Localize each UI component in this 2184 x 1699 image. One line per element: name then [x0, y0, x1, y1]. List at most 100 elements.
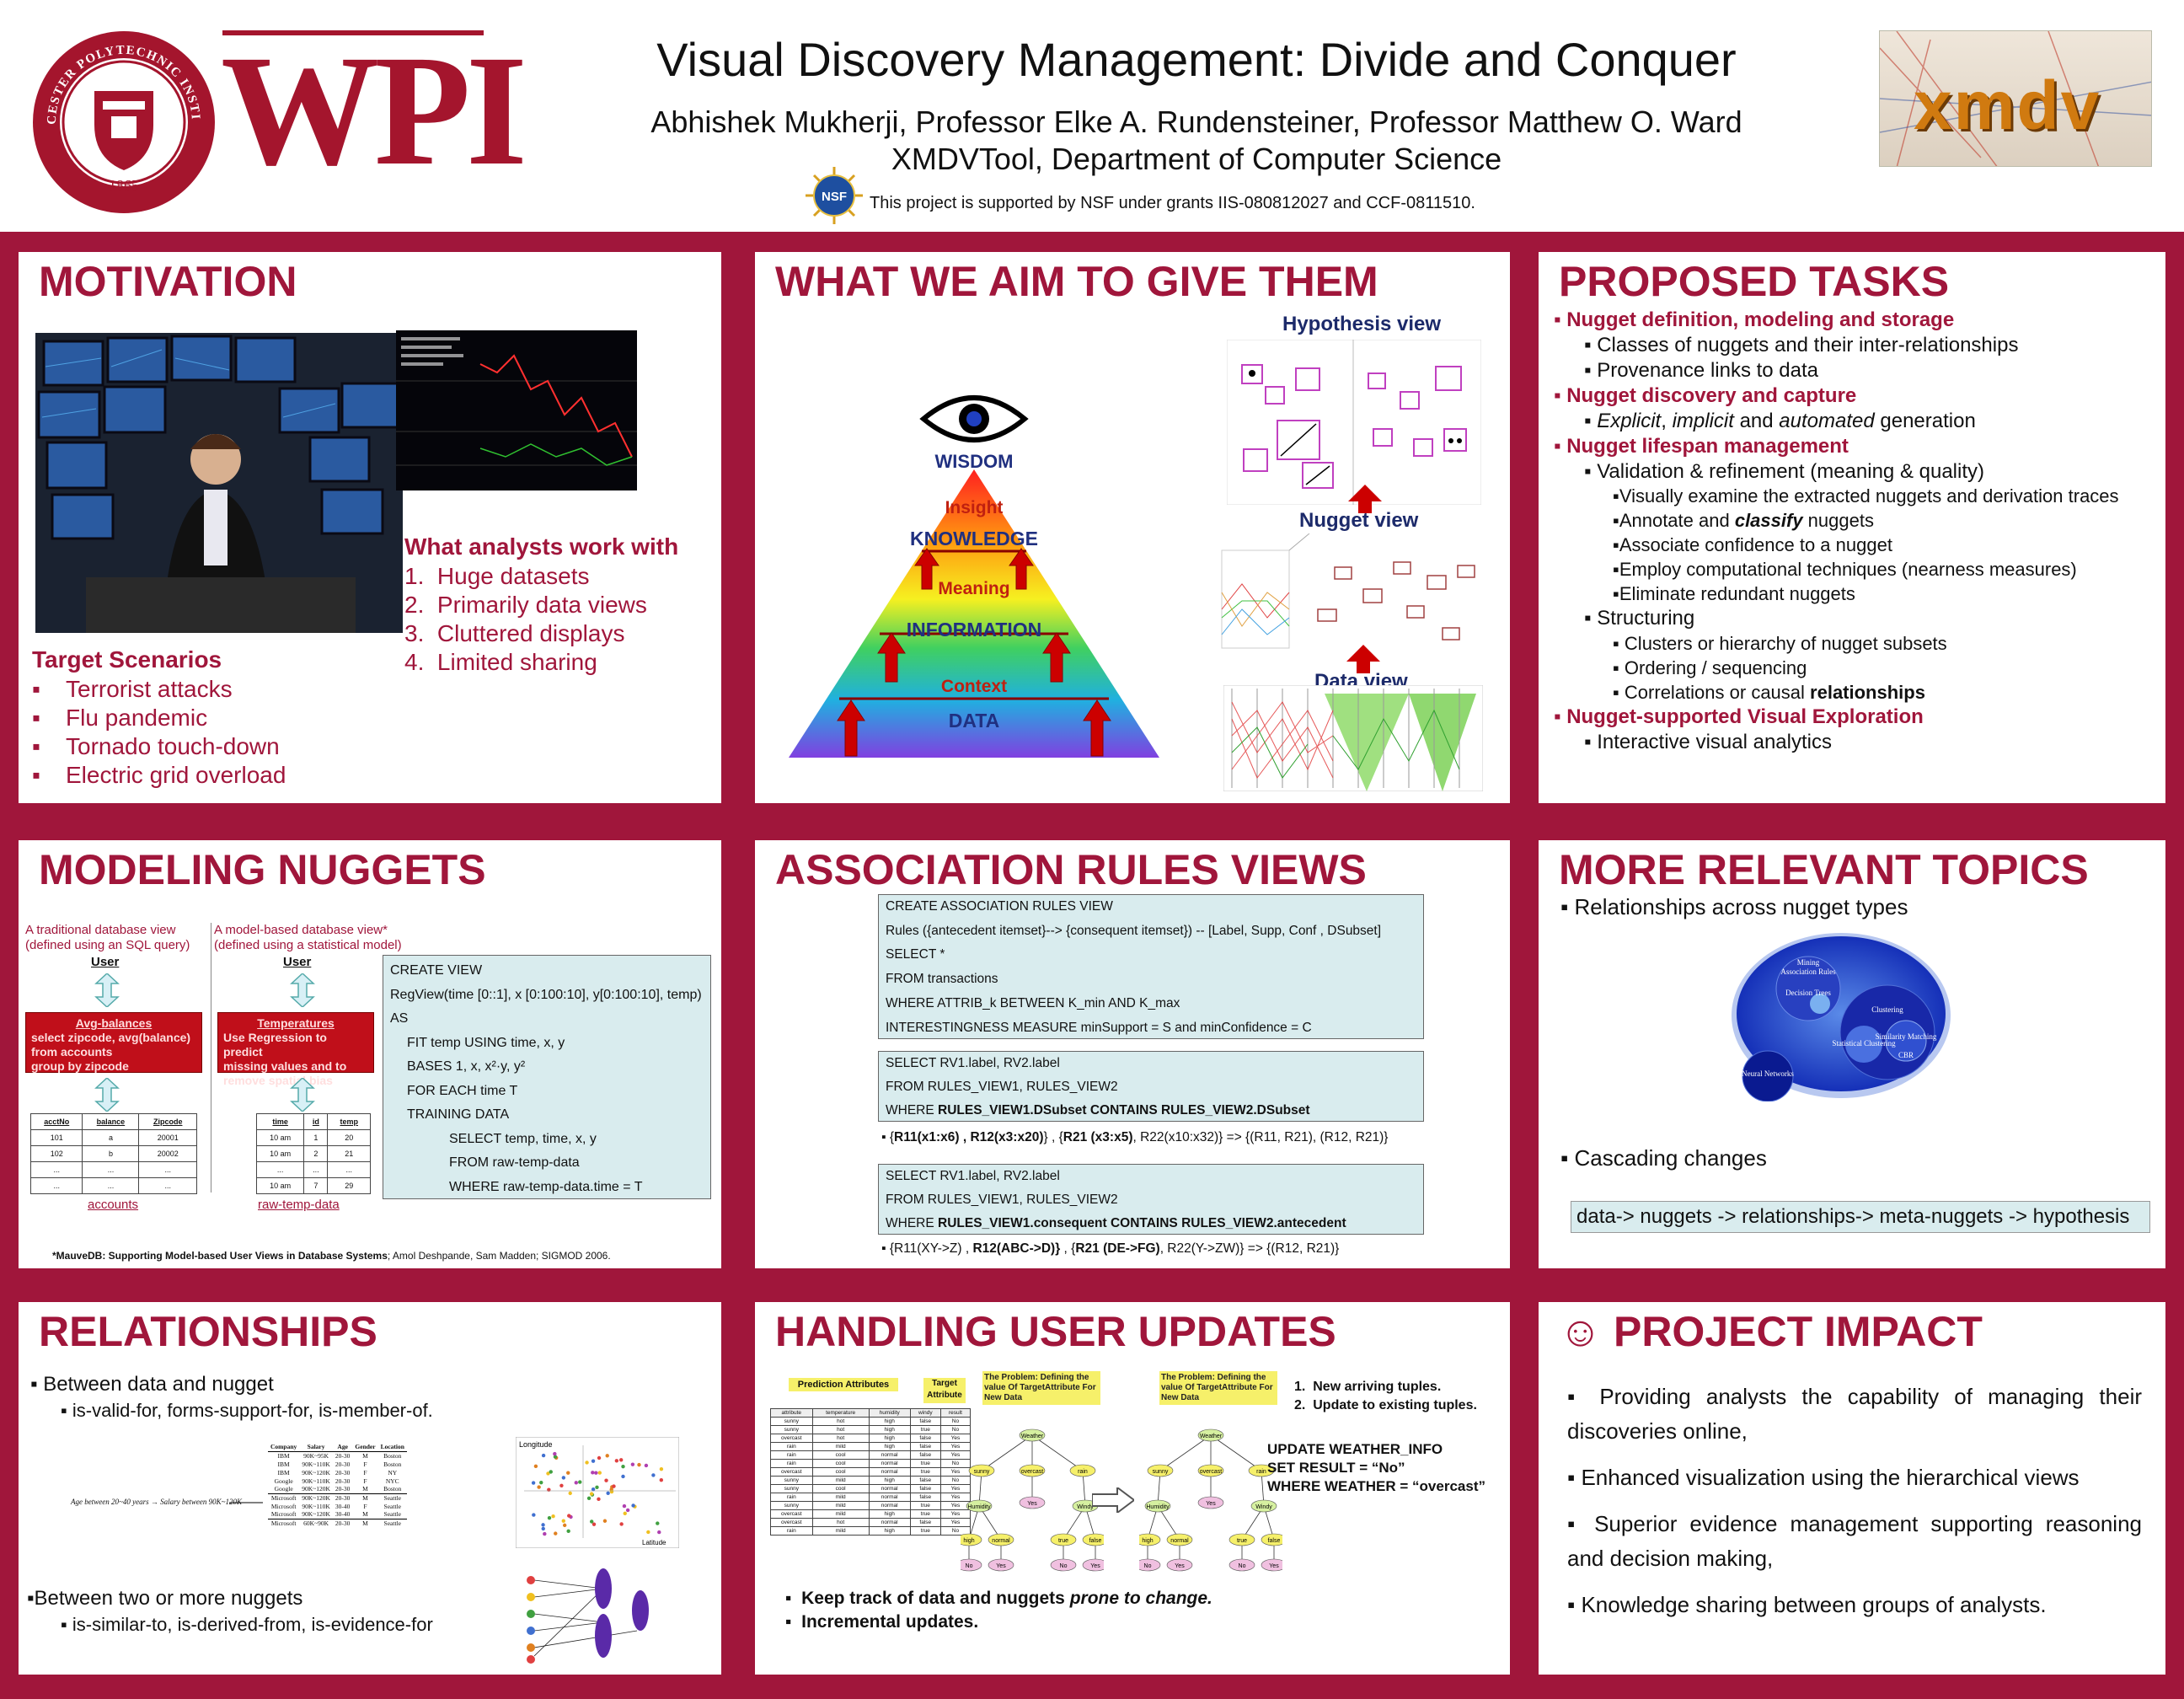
- scatter-dot: [623, 1511, 627, 1515]
- tree-node: [988, 1558, 1014, 1572]
- list-item: ▪ Structuring: [1584, 607, 1695, 630]
- poster-title: Visual Discovery Management: Divide and …: [656, 33, 1737, 86]
- panel-project-impact: ☺ PROJECT IMPACT ▪ Providing analysts th…: [1539, 1302, 2165, 1675]
- scatter-dot: [547, 1487, 551, 1492]
- list-item: ▪ Provenance links to data: [1584, 359, 1819, 382]
- arrow-right-icon: [1092, 1487, 1134, 1513]
- table-cell: Microsoft: [270, 1519, 297, 1527]
- table-cell: 20-30: [335, 1519, 351, 1527]
- tree-node-label: Humidity: [967, 1504, 991, 1510]
- tree-node: [1228, 1558, 1255, 1572]
- tree-node-label: Humidity: [1146, 1504, 1170, 1510]
- tree-node: [1139, 1558, 1161, 1572]
- tree-node: [1250, 1499, 1277, 1513]
- user-label: User: [283, 955, 312, 969]
- tree-node-label: Yes: [996, 1563, 1006, 1569]
- xmdv-logo-text: xmdv: [1914, 67, 2101, 144]
- tree-node-label: Yes: [1269, 1563, 1279, 1569]
- table-cell: 90K~95K: [303, 1451, 329, 1460]
- table-row: .........: [255, 1161, 371, 1178]
- tree-node-label: true: [1237, 1538, 1247, 1544]
- tree-node-label: No: [1060, 1563, 1068, 1569]
- list-item: Electric grid overload: [32, 761, 286, 790]
- tree-node-label: No: [1144, 1563, 1152, 1569]
- tree-node-label: Yes: [1090, 1563, 1100, 1569]
- hypothesis-view-label: Hypothesis view: [1282, 313, 1442, 335]
- table-cell: sunny: [770, 1417, 813, 1426]
- table-cell: normal: [868, 1518, 911, 1527]
- table-cell: M: [352, 1510, 378, 1519]
- wpi-seal-logo: 1865 WORCESTER POLYTECHNIC INSTITUTE: [30, 29, 215, 213]
- table-cell: Google: [274, 1485, 293, 1493]
- table-header-cell: temperature: [811, 1408, 870, 1418]
- table-cell: hot: [811, 1518, 870, 1527]
- table-cell: hot: [811, 1434, 870, 1443]
- table-cell: F: [363, 1468, 367, 1477]
- nugget-view-image: [1221, 533, 1475, 649]
- tree-node-label: Weather: [1021, 1434, 1044, 1439]
- tree-edge: [1210, 1434, 1262, 1471]
- table-cell: sunny: [770, 1476, 813, 1485]
- rule-example-1: ▪ {R11(x1:x6) , R12(x3:x20)} , {R21 (x3:…: [881, 1130, 1389, 1144]
- scatter-dot: [533, 1464, 538, 1469]
- pyramid-context: Context: [941, 677, 1007, 696]
- tree-node-label: rain: [1256, 1469, 1266, 1475]
- scatter-dot: [561, 1476, 566, 1480]
- scatter-dot: [562, 1523, 567, 1528]
- scatter-dot: [546, 1471, 550, 1476]
- list-item: ▪ Enhanced visualization using the hiera…: [1567, 1465, 2080, 1490]
- table-cell: high: [868, 1526, 911, 1536]
- table-cell: overcast: [770, 1518, 813, 1527]
- smiley-icon: ☺: [1559, 1308, 1603, 1355]
- table-cell: high: [868, 1425, 911, 1434]
- nugget-view-label: Nugget view: [1299, 509, 1419, 532]
- table-cell: 20-30: [335, 1460, 351, 1468]
- table-cell: false: [909, 1417, 941, 1426]
- venn-similarity: Similarity Matching: [1876, 1032, 1937, 1041]
- poster-authors: Abhishek Mukherji, Professor Elke A. Run…: [650, 105, 1742, 139]
- pyramid-meaning: Meaning: [938, 579, 1009, 598]
- scatter-dot: [585, 1460, 589, 1465]
- scatter-dot: [597, 1471, 602, 1475]
- scatter-dot: [574, 1481, 578, 1485]
- scatter-dot: [614, 1459, 619, 1463]
- scatter-dot: [597, 1455, 602, 1460]
- table-cell: true: [909, 1526, 941, 1536]
- scatter-dot: [657, 1530, 661, 1535]
- panel-title: MOTIVATION: [39, 258, 297, 305]
- panel-user-updates: HANDLING USER UPDATES Prediction Attribu…: [755, 1302, 1510, 1675]
- update-sql: UPDATE WEATHER_INFO SET RESULT = “No” WH…: [1267, 1441, 1485, 1494]
- scatter-dot: [605, 1454, 609, 1458]
- nugget-graph: [519, 1563, 666, 1668]
- scatter-dot: [549, 1470, 553, 1474]
- tree-node-label: normal: [1170, 1538, 1189, 1544]
- nsf-logo-text: NSF: [822, 190, 847, 204]
- panel-proposed-tasks: PROPOSED TASKS ▪ Nugget definition, mode…: [1539, 252, 2165, 803]
- prediction-attributes-label: Prediction Attributes: [789, 1378, 898, 1391]
- scatter-dot: [553, 1455, 558, 1459]
- scatter-dot: [597, 1497, 601, 1502]
- arrow-right-icon: [229, 1502, 263, 1503]
- relationship-sub: ▪ is-valid-for, forms-support-for, is-me…: [61, 1400, 433, 1421]
- venn-stat-clustering: Statistical Clustering: [1832, 1039, 1896, 1048]
- table-cell: false: [909, 1450, 941, 1460]
- trader-photo: [35, 333, 403, 633]
- table-cell: 30-40: [335, 1502, 351, 1510]
- scatter-dot: [554, 1531, 558, 1536]
- table-cell: M: [362, 1451, 368, 1460]
- scatter-dot: [618, 1458, 624, 1462]
- table-cell: 90K~110K: [302, 1460, 330, 1468]
- scatter-dot: [659, 1477, 664, 1482]
- table-cell: Boston: [383, 1460, 402, 1468]
- relationship-item: ▪ Between data and nugget: [30, 1373, 274, 1396]
- table-cell: rain: [770, 1450, 813, 1460]
- panel-title: MORE RELEVANT TOPICS: [1559, 846, 2089, 893]
- table-cell: Boston: [383, 1485, 402, 1493]
